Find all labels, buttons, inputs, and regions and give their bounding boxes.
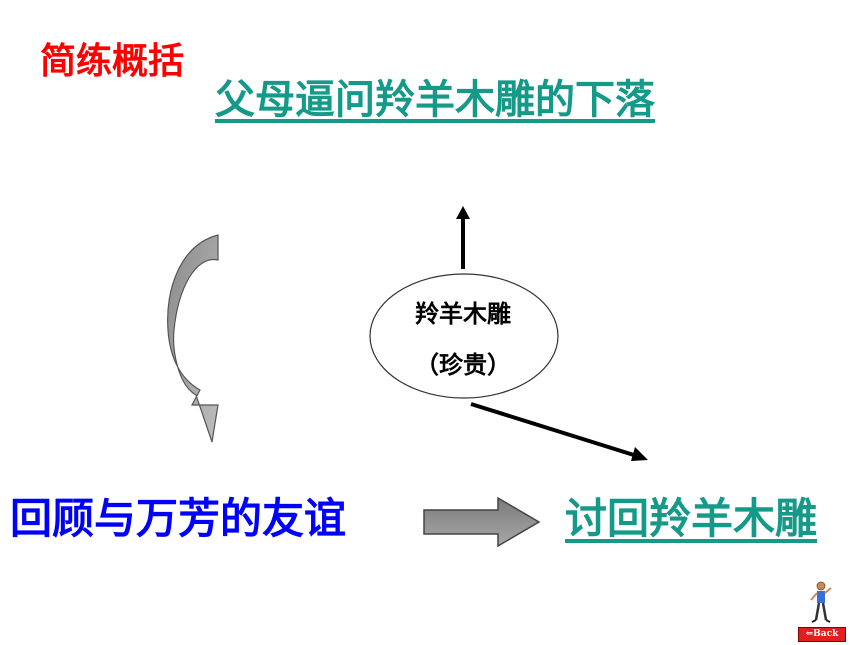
heading-label: 简练概括	[40, 41, 185, 82]
bubble-line-1: 羚羊木雕	[415, 300, 511, 328]
arrow-up-icon	[456, 206, 470, 269]
curved-down-arrow-icon	[167, 234, 219, 443]
back-button[interactable]: ⇐Back	[798, 627, 846, 642]
arrow-down-right-icon	[470, 402, 648, 461]
block-right-arrow-icon	[423, 496, 541, 548]
title-link[interactable]: 父母逼问羚羊木雕的下落	[215, 77, 655, 123]
target-link[interactable]: 讨回羚羊木雕	[565, 494, 818, 543]
keyword-bubble	[369, 273, 559, 399]
left-phrase: 回顾与万芳的友谊	[10, 494, 347, 543]
person-figure-icon	[810, 581, 832, 623]
bubble-line-2: （珍贵）	[415, 351, 511, 379]
